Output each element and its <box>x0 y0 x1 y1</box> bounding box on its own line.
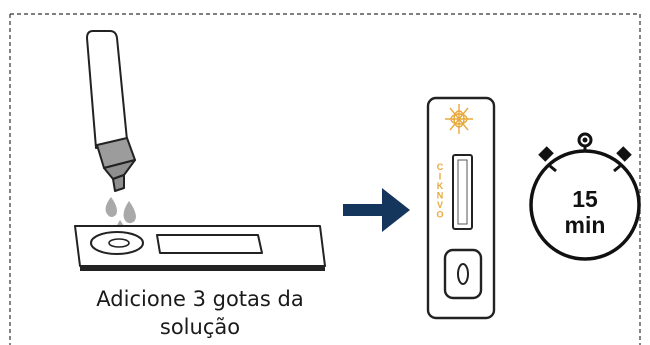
instruction-text-line-1: Adicione 3 gotas da <box>96 287 304 311</box>
test-cassette-icon <box>426 96 496 320</box>
cassette-side-letter: N <box>437 191 444 201</box>
instruction-text-line-2: solução <box>159 315 241 339</box>
cassette-side-letter: O <box>436 210 443 220</box>
test-plate-icon <box>74 225 326 271</box>
arrow-right-icon <box>343 188 410 232</box>
dashed-frame <box>9 13 641 345</box>
cassette-side-letter: V <box>437 200 443 210</box>
cassette-side-letter: I <box>439 172 442 182</box>
brand-logo-icon <box>445 104 473 134</box>
timer-unit: min <box>564 212 606 238</box>
stopwatch-icon <box>529 132 641 261</box>
cassette-side-letter: C <box>437 162 444 172</box>
dropper-icon <box>86 30 136 192</box>
timer-value: 15 <box>572 186 598 212</box>
cassette-side-letter: K <box>437 181 444 191</box>
